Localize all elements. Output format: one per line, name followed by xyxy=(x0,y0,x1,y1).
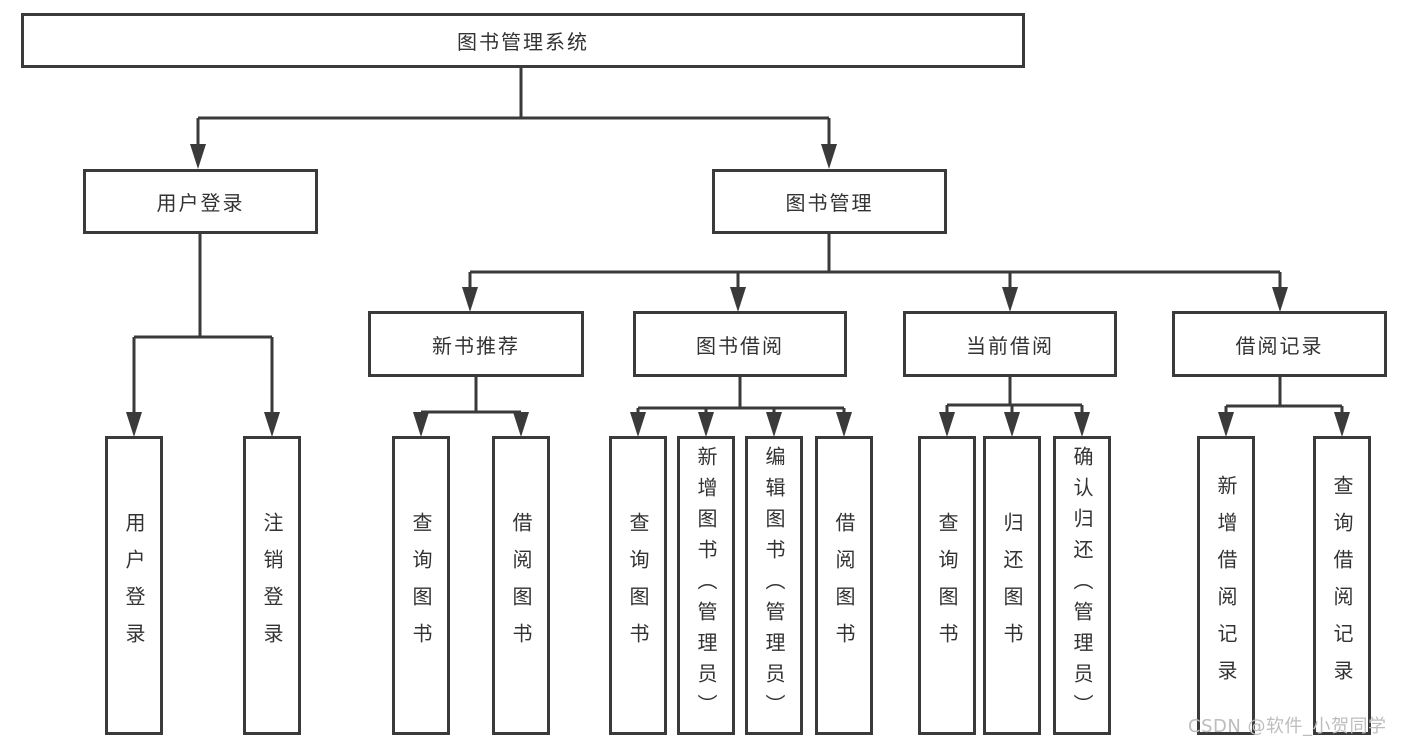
node-label: 借阅记录 xyxy=(1235,333,1324,358)
leaf-query-books-current: 查询图书 xyxy=(918,436,976,735)
leaf-query-books-recommend: 查询图书 xyxy=(392,436,450,735)
leaf-query-borrow-record: 查询借阅记录 xyxy=(1313,436,1371,735)
leaf-label: 查询图书 xyxy=(626,511,650,660)
leaf-label: 查询借阅记录 xyxy=(1330,474,1354,697)
node-user-login: 用户登录 xyxy=(83,169,318,234)
leaf-label: 用户登录 xyxy=(122,511,146,660)
node-label: 图书管理 xyxy=(785,191,874,215)
leaf-label: 确认归还（管理员） xyxy=(1070,446,1094,725)
leaf-label: 新增借阅记录 xyxy=(1214,474,1238,697)
node-new-book-recommend: 新书推荐 xyxy=(368,311,584,377)
node-book-borrow: 图书借阅 xyxy=(633,311,847,377)
leaf-add-borrow-record: 新增借阅记录 xyxy=(1197,436,1255,735)
node-label: 当前借阅 xyxy=(966,333,1054,358)
node-borrow-records: 借阅记录 xyxy=(1172,311,1387,377)
leaf-label: 注销登录 xyxy=(260,511,284,660)
node-library-system: 图书管理系统 xyxy=(21,13,1025,68)
leaf-edit-books-admin: 编辑图书（管理员） xyxy=(745,436,803,735)
node-label: 图书借阅 xyxy=(696,333,784,358)
node-book-management: 图书管理 xyxy=(712,169,947,234)
leaf-user-login: 用户登录 xyxy=(105,436,163,735)
node-current-borrow: 当前借阅 xyxy=(903,311,1117,377)
leaf-label: 查询图书 xyxy=(409,511,433,660)
leaf-label: 编辑图书（管理员） xyxy=(762,446,786,725)
leaf-borrow-books-recommend: 借阅图书 xyxy=(492,436,550,735)
node-label: 图书管理系统 xyxy=(457,30,589,54)
leaf-label: 查询图书 xyxy=(935,511,959,660)
node-label: 新书推荐 xyxy=(432,333,520,358)
leaf-return-books: 归还图书 xyxy=(983,436,1041,735)
leaf-label: 新增图书（管理员） xyxy=(694,446,718,725)
leaf-confirm-return-admin: 确认归还（管理员） xyxy=(1053,436,1111,735)
leaf-query-books-borrow: 查询图书 xyxy=(609,436,667,735)
node-label: 用户登录 xyxy=(156,191,245,215)
leaf-borrow-books: 借阅图书 xyxy=(815,436,873,735)
csdn-watermark: CSDN @软件_小贺同学 xyxy=(1188,716,1387,737)
leaf-label: 归还图书 xyxy=(1000,511,1024,660)
leaf-add-books-admin: 新增图书（管理员） xyxy=(677,436,735,735)
leaf-logout: 注销登录 xyxy=(243,436,301,735)
leaf-label: 借阅图书 xyxy=(832,511,856,660)
leaf-label: 借阅图书 xyxy=(509,511,533,660)
